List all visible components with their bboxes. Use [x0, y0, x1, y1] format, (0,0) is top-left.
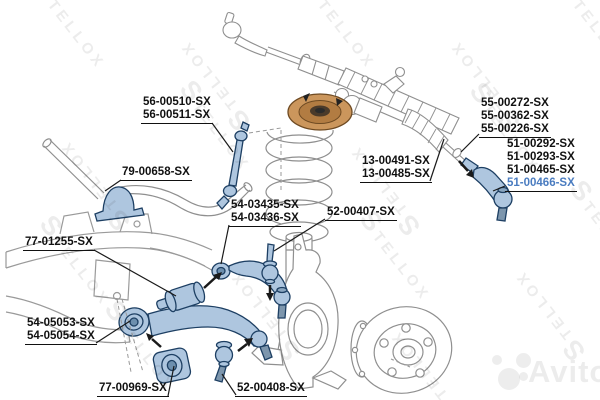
- dashed-guides: [116, 127, 282, 373]
- part-number: 52-00407-SX: [327, 206, 395, 218]
- part-number: 13-00485-SX: [362, 167, 430, 180]
- avito-logo-circle: [519, 372, 528, 381]
- avito-logo-circle: [498, 368, 520, 390]
- part-number: 13-00491-SX: [362, 155, 430, 167]
- lower-control-arm-part: [118, 305, 273, 361]
- ball-joint-lower-part: [214, 340, 234, 383]
- label-inner-tie-rod: 55-00272-SX 55-00362-SX 55-00226-SX: [479, 97, 551, 138]
- part-number-highlighted: 51-00466-SX: [507, 176, 575, 189]
- part-number: 77-01255-SX: [25, 236, 93, 248]
- part-number: 56-00510-SX: [143, 96, 211, 108]
- knuckle-hub-drawing: [251, 233, 453, 394]
- label-ball-joint-upper: 52-00407-SX: [325, 206, 397, 221]
- avito-logo-circle: [516, 353, 531, 368]
- hydro-bushing-part: [156, 281, 206, 313]
- ball-joint-upper-part: [261, 243, 279, 285]
- part-number: 51-00292-SX: [507, 138, 575, 150]
- label-sway-bar-link: 56-00510-SX 56-00511-SX: [141, 96, 213, 124]
- label-upper-control-arm: 54-03435-SX 54-03436-SX: [229, 199, 301, 227]
- label-hydro-bushing: 77-01255-SX: [23, 236, 95, 251]
- part-number: 51-00465-SX: [507, 163, 575, 176]
- label-ball-joint-lower: 52-00408-SX: [235, 382, 307, 397]
- tie-rod-end-part: [460, 157, 513, 222]
- part-number: 52-00408-SX: [237, 382, 305, 394]
- avito-watermark: Avito: [490, 348, 600, 396]
- arm-bushing-part: [152, 347, 192, 384]
- part-number: 55-00362-SX: [481, 109, 549, 122]
- part-number: 56-00511-SX: [143, 108, 211, 121]
- label-lower-control-arm: 54-05053-SX 54-05054-SX: [25, 317, 97, 345]
- part-number: 54-05053-SX: [27, 317, 95, 329]
- part-number: 54-03436-SX: [231, 211, 299, 224]
- label-arm-bushing: 77-00969-SX: [97, 382, 169, 397]
- steering-rack-drawing: [222, 11, 469, 168]
- label-steering-boot: 13-00491-SX 13-00485-SX: [360, 155, 432, 183]
- part-number: 79-00658-SX: [122, 166, 190, 178]
- part-number: 55-00226-SX: [481, 122, 549, 135]
- stabilizer-bushing-part: [94, 186, 145, 222]
- stabilizer-bar-drawing: [42, 138, 253, 217]
- avito-logo-text: Avito: [528, 354, 600, 389]
- part-number: 55-00272-SX: [481, 97, 549, 109]
- install-arrows: [146, 160, 474, 352]
- label-tie-rod-end: 51-00292-SX 51-00293-SX 51-00465-SX 51-0…: [505, 138, 577, 192]
- part-number: 77-00969-SX: [99, 382, 167, 394]
- blue-parts-drawing: [94, 121, 513, 384]
- strut-mount-drawing: [287, 93, 353, 131]
- part-number: 54-03435-SX: [231, 199, 299, 211]
- part-number: 54-05054-SX: [27, 329, 95, 342]
- avito-logo-circle: [492, 355, 502, 365]
- sway-bar-link-part: [216, 121, 250, 211]
- leader-lines: [93, 122, 506, 397]
- label-stabilizer-bushing: 79-00658-SX: [120, 166, 192, 181]
- part-number: 51-00293-SX: [507, 150, 575, 163]
